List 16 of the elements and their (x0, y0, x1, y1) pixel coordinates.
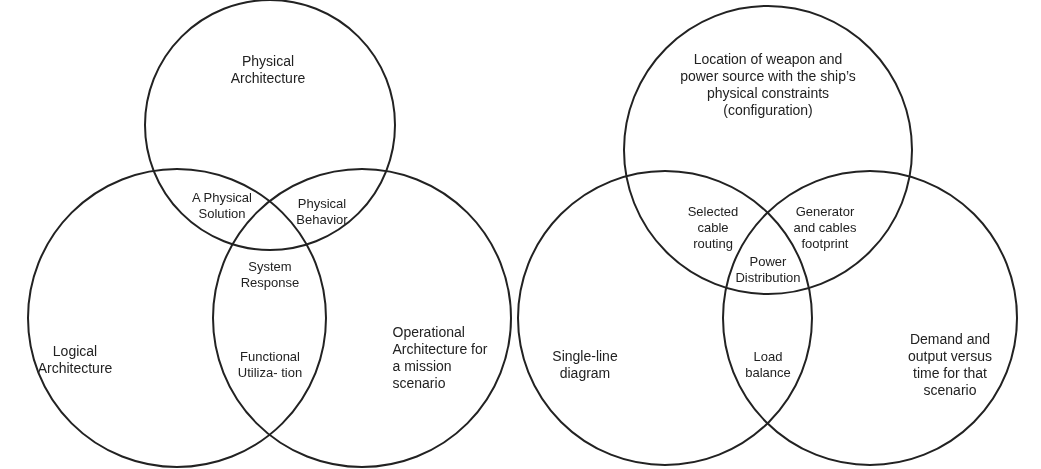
region-label: Demand and output versus time for that scenario (906, 331, 994, 399)
overlap-label: A Physical Solution (191, 190, 253, 222)
venn-circle (623, 5, 913, 295)
overlap-label: Power Distribution (734, 254, 802, 286)
region-label: Logical Architecture (36, 343, 114, 377)
overlap-label: Physical Behavior (295, 196, 349, 228)
overlap-label: Selected cable routing (686, 204, 740, 252)
overlap-label: Functional Utiliza- tion (237, 349, 303, 381)
region-label: Operational Architecture for a mission scenario (392, 324, 488, 392)
region-label: Physical Architecture (229, 53, 307, 87)
venn-circle (144, 0, 396, 251)
overlap-label: Generator and cables footprint (792, 204, 858, 252)
region-label: Location of weapon and power source with the ship’s physical constraints (configuration) (679, 51, 857, 119)
region-label: Single-line diagram (551, 348, 619, 382)
overlap-label: System Response (239, 259, 301, 291)
overlap-label: Load balance (744, 349, 792, 381)
